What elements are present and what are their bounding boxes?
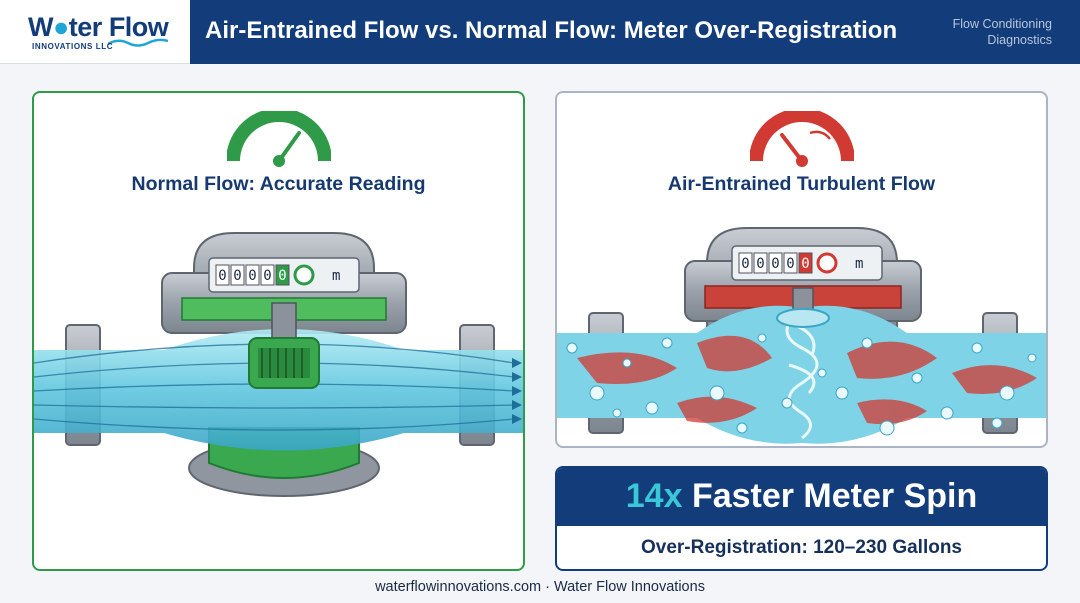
normal-flow-label: Normal Flow: Accurate Reading: [131, 173, 426, 195]
air-bubble: [971, 342, 983, 354]
odometer-digit: 0: [278, 268, 286, 284]
air-bubble: [999, 385, 1015, 401]
air-bubble: [589, 385, 605, 401]
air-bubbles: [566, 333, 1037, 436]
over-registration-result: 14x Faster Meter Spin Over-Registration:…: [555, 466, 1048, 571]
air-bubble: [757, 333, 767, 343]
over-registration-detail: Over-Registration: 120–230 Gallons: [640, 537, 962, 558]
odometer-digit: 0: [786, 256, 794, 272]
turbine-rotor: [776, 287, 830, 328]
odometer-digit: 0: [233, 268, 241, 284]
air-bubble: [1027, 353, 1037, 363]
gauge-icon: [749, 111, 854, 167]
footer-credit[interactable]: waterflowinnovations.com · Water Flow In…: [375, 579, 705, 595]
turbine-rotor: [248, 302, 320, 389]
odometer-digit-box: [260, 264, 275, 286]
odometer-digit-box: [768, 252, 783, 274]
spin-headline-text: Faster Meter Spin: [691, 477, 978, 515]
odometer-digit: 0: [218, 268, 226, 284]
gauge-icon: [226, 111, 331, 167]
flow-arrow-icon: [512, 358, 522, 424]
odometer-digit: 0: [771, 256, 779, 272]
brand-logo[interactable]: W●ter Flow INNOVATIONS LLC: [0, 0, 190, 64]
register-dial-icon: [293, 264, 315, 286]
odometer-digit-box: [245, 264, 260, 286]
water-drop-icon: ●: [52, 12, 69, 42]
air-bubble: [879, 420, 895, 436]
meter-unit: m: [332, 268, 340, 284]
odometer-digit-box: [798, 252, 813, 274]
odometer-digit-box: [230, 264, 245, 286]
header-bar: W●ter Flow INNOVATIONS LLC Air-Entrained…: [0, 0, 1080, 64]
header-category-line2: Diagnostics: [987, 33, 1052, 47]
page-title: Air-Entrained Flow vs. Normal Flow: Mete…: [205, 17, 898, 44]
odometer-digit-box: [215, 264, 230, 286]
red-turbulence-swirls: [577, 335, 1037, 425]
air-bubble: [940, 406, 954, 420]
brand-name: W●ter Flow: [28, 12, 169, 42]
meter-unit: m: [855, 256, 863, 272]
brand-subline: INNOVATIONS LLC: [32, 42, 114, 51]
odometer-digit: 0: [248, 268, 256, 284]
air-bubble: [645, 401, 659, 415]
air-bubble: [736, 422, 748, 434]
air-bubble: [817, 368, 827, 378]
spin-multiplier: 14x: [625, 477, 683, 515]
odometer-digit: 0: [263, 268, 271, 284]
odometer-digit-box: [783, 252, 798, 274]
air-bubble: [612, 408, 622, 418]
air-bubble: [622, 358, 632, 368]
air-bubble: [861, 337, 873, 349]
spin-headline: 14x Faster Meter Spin: [557, 468, 1046, 526]
odometer-digit-box: [738, 252, 753, 274]
register-dial-icon: [816, 252, 838, 274]
header-category: Flow Conditioning Diagnostics: [953, 16, 1052, 48]
odometer-digit: 0: [756, 256, 764, 272]
air-bubble: [566, 342, 578, 354]
air-bubble: [661, 337, 673, 349]
odometer-digit-box: [753, 252, 768, 274]
wave-icon: [108, 38, 168, 47]
laminar-water-stream: [34, 329, 523, 451]
air-bubble: [781, 397, 793, 409]
air-bubble: [835, 386, 849, 400]
air-bubble: [991, 417, 1003, 429]
odometer-digit: 0: [741, 256, 749, 272]
air-bubble: [911, 372, 923, 384]
air-bubble: [709, 385, 725, 401]
odometer-digit-box: [275, 264, 290, 286]
odometer-digit: 0: [801, 256, 809, 272]
turbulent-flow-label: Air-Entrained Turbulent Flow: [667, 173, 936, 195]
header-category-line1: Flow Conditioning: [952, 17, 1052, 31]
